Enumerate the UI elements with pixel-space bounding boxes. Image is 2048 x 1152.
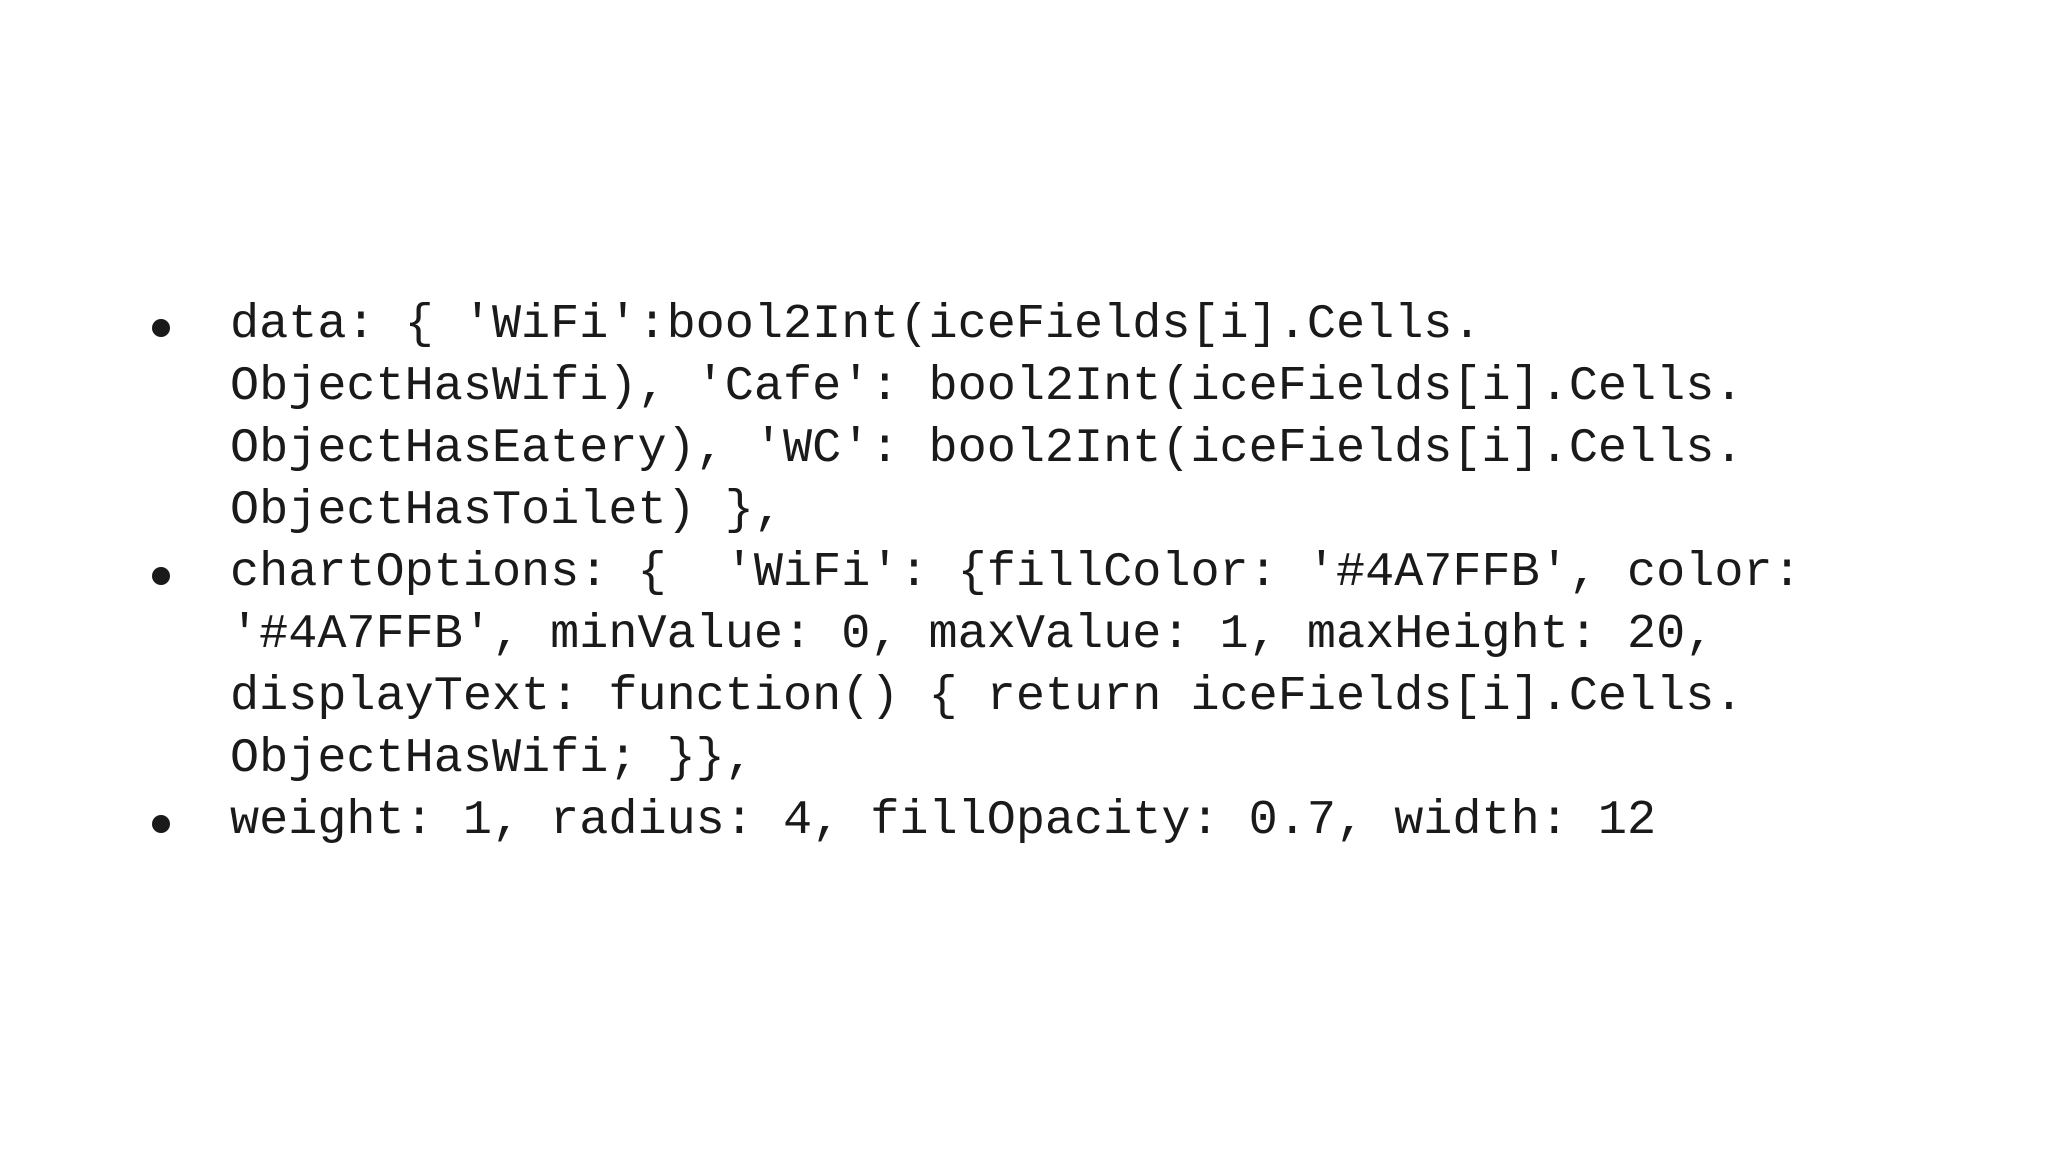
code-line: weight: 1, radius: 4, fillOpacity: 0.7, …: [230, 793, 1657, 848]
code-line: ObjectHasWifi; }},: [230, 731, 754, 786]
bullet-icon: [152, 815, 170, 833]
bullet-icon: [152, 567, 170, 585]
code-line: displayText: function() { return iceFiel…: [230, 669, 1744, 724]
bullet-icon: [152, 319, 170, 337]
code-line: '#4A7FFB', minValue: 0, maxValue: 1, max…: [230, 607, 1715, 662]
code-line: chartOptions: { 'WiFi': {fillColor: '#4A…: [230, 545, 1802, 600]
code-line: data: { 'WiFi':bool2Int(iceFields[i].Cel…: [230, 297, 1482, 352]
bullet-item-chart-options: chartOptions: { 'WiFi': {fillColor: '#4A…: [148, 542, 2008, 790]
code-line: ObjectHasWifi), 'Cafe': bool2Int(iceFiel…: [230, 359, 1744, 414]
code-line: ObjectHasToilet) },: [230, 483, 783, 538]
bullet-item-style-options: weight: 1, radius: 4, fillOpacity: 0.7, …: [148, 790, 2008, 852]
bullet-list: data: { 'WiFi':bool2Int(iceFields[i].Cel…: [148, 294, 2008, 852]
bullet-item-data: data: { 'WiFi':bool2Int(iceFields[i].Cel…: [148, 294, 2008, 542]
code-line: ObjectHasEatery), 'WC': bool2Int(iceFiel…: [230, 421, 1744, 476]
